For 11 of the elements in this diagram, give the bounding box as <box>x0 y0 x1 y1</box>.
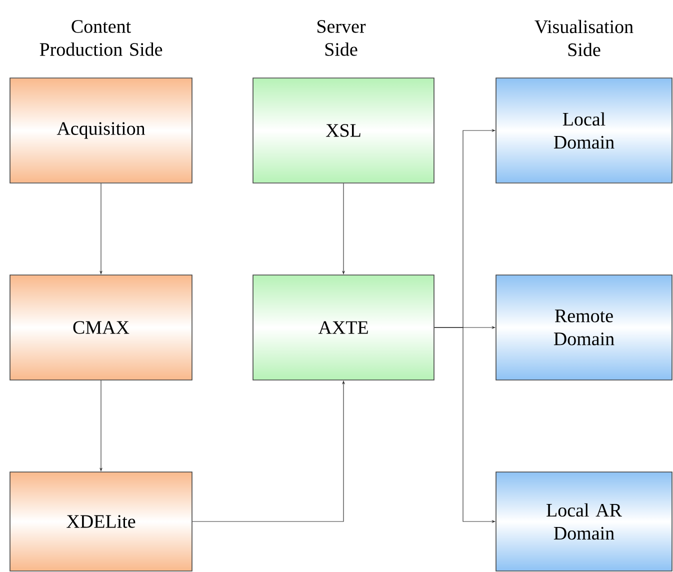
process-box: CMAX <box>10 274 192 380</box>
process-box: Local Domain <box>496 78 672 184</box>
process-box: AXTE <box>252 274 434 380</box>
column-heading: Visualisation Side <box>534 20 634 56</box>
process-box: XSL <box>252 78 434 184</box>
process-box: Local AR Domain <box>496 472 672 572</box>
column-heading: Content Production Side <box>40 20 162 56</box>
process-box: Acquisition <box>10 78 192 184</box>
process-box: Remote Domain <box>496 274 672 380</box>
column-heading: Server Side <box>317 20 366 56</box>
process-box: XDELite <box>10 472 192 572</box>
